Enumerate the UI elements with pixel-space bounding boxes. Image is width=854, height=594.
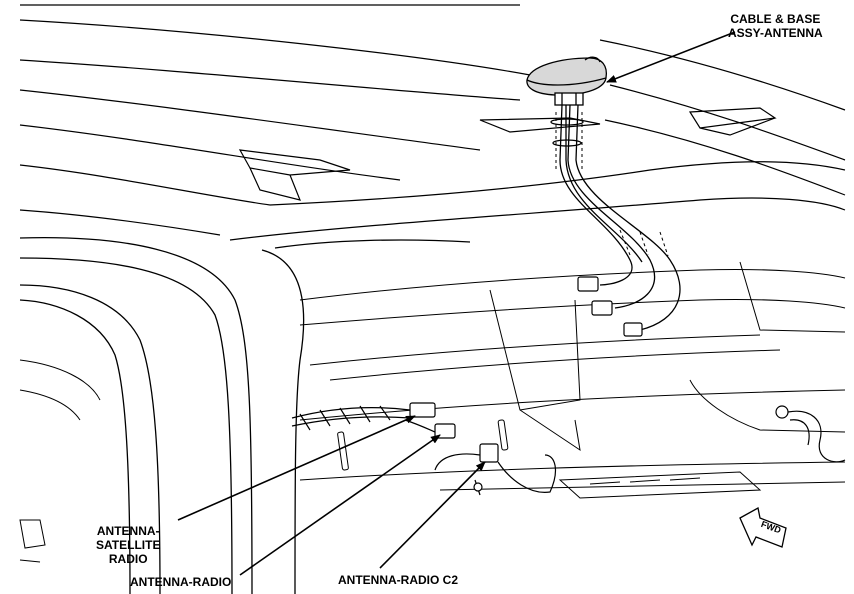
callout-satellite-line2: SATELLITE [96, 538, 161, 552]
callout-satellite-line3: RADIO [108, 552, 148, 566]
leader-lines [177, 31, 736, 576]
callout-satellite-line1: ANTENNA- [96, 524, 160, 538]
trim-slots [337, 419, 509, 471]
leader-antenna-radio-c2 [379, 461, 486, 569]
antenna-cable-dashes [555, 112, 669, 257]
callout-antenna-radio: ANTENNA-RADIO [130, 575, 231, 589]
wire-harness [291, 402, 557, 496]
headliner [19, 261, 846, 491]
leader-cable-base [606, 31, 736, 83]
callout-cable-base-line1: CABLE & BASE [730, 12, 821, 26]
cable-connectors [577, 276, 643, 337]
callout-antenna-radio-c2-line1: ANTENNA-RADIO C2 [338, 573, 458, 587]
leader-antenna-radio [239, 434, 441, 576]
fwd-direction-arrow: FWD [739, 506, 787, 548]
roof-rail-front [238, 149, 351, 201]
rear-harness [775, 405, 846, 463]
roof-rail-rear [479, 107, 777, 136]
callout-antenna-radio-line1: ANTENNA-RADIO [130, 575, 232, 589]
callout-antenna-satellite-radio: ANTENNA- SATELLITE RADIO [96, 524, 160, 566]
door-frame [19, 237, 471, 594]
roof-panel [19, 4, 846, 241]
callout-cable-base-assy-antenna: CABLE & BASE ASSY-ANTENNA [728, 12, 823, 40]
callout-cable-base-line2: ASSY-ANTENNA [728, 26, 823, 40]
leader-antenna-satellite [177, 415, 416, 521]
lower-trim [19, 471, 762, 563]
antenna-cables [559, 104, 681, 331]
callout-antenna-radio-c2: ANTENNA-RADIO C2 [338, 573, 458, 587]
antenna-base [526, 56, 608, 147]
